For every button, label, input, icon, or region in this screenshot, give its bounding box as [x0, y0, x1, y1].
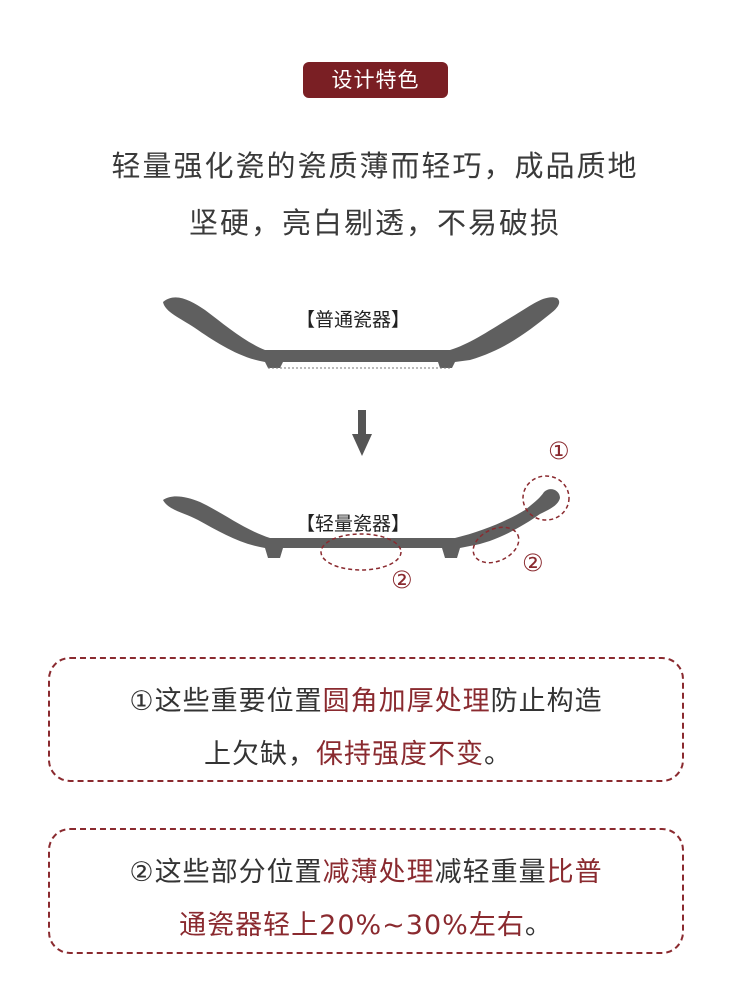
marker-2-circle-bottom	[320, 533, 402, 571]
note-box-1: ①这些重要位置圆角加厚处理防止构造 上欠缺，保持强度不变。	[48, 657, 684, 782]
down-arrow-icon	[352, 410, 372, 456]
marker-2-label-side: ②	[522, 549, 544, 577]
note-2-line-2-suffix: 。	[524, 910, 553, 941]
note-2-line-2: 通瓷器轻上20%~30%左右。	[50, 903, 682, 942]
note-1-line-2-suffix: 。	[484, 739, 512, 770]
dish-diagram-svg	[163, 297, 570, 571]
note-1-line-1: ①这些重要位置圆角加厚处理防止构造	[50, 679, 682, 718]
note-2-line-1-highlight: 减薄处理	[322, 857, 435, 888]
light-dish-label: 【轻量瓷器】	[296, 513, 411, 535]
note-2-line-1-middle: 减轻重量	[434, 857, 547, 888]
note-1-line-2-highlight: 保持强度不变	[316, 739, 484, 770]
note-2-line-2-highlight: 通瓷器轻上20%~30%左右	[179, 910, 525, 941]
note-2-line-1: ②这些部分位置减薄处理减轻重量比普	[50, 850, 682, 889]
dish-comparison-diagram: 【普通瓷器】 【轻量瓷器】 ① ② ②	[0, 270, 750, 610]
note-2-line-1-highlight-2: 比普	[546, 857, 603, 888]
marker-1-circle	[522, 475, 570, 521]
note-box-2: ②这些部分位置减薄处理减轻重量比普 通瓷器轻上20%~30%左右。	[48, 828, 684, 954]
note-1-line-2: 上欠缺，保持强度不变。	[42, 732, 674, 771]
note-1-line-1-suffix: 防止构造	[490, 686, 603, 717]
section-badge: 设计特色	[303, 62, 448, 98]
note-2-line-1-prefix: ②这些部分位置	[129, 857, 323, 888]
marker-2-label-bottom: ②	[391, 566, 413, 594]
light-dish-shape	[163, 489, 560, 558]
normal-dish-label: 【普通瓷器】	[296, 309, 411, 331]
marker-2-circle-side	[472, 526, 520, 564]
note-1-line-1-prefix: ①这些重要位置	[129, 686, 323, 717]
headline-line-2: 坚硬，亮白剔透，不易破损	[188, 206, 561, 240]
marker-1-label: ①	[548, 437, 570, 465]
headline-line-1: 轻量强化瓷的瓷质薄而轻巧，成品质地	[111, 149, 639, 183]
note-1-line-2-prefix: 上欠缺，	[204, 739, 316, 770]
note-1-line-1-highlight: 圆角加厚处理	[322, 686, 491, 717]
normal-dish-shape	[163, 297, 560, 369]
